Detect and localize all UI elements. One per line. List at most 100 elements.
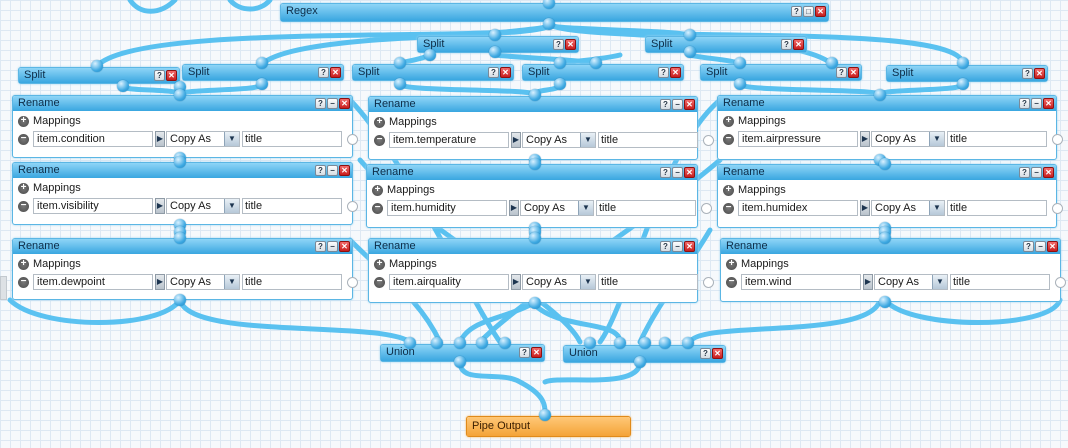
connection-terminal[interactable] xyxy=(879,296,891,308)
add-mapping-icon[interactable]: + xyxy=(18,258,29,270)
connection-terminal[interactable] xyxy=(614,337,626,349)
help-icon[interactable]: ? xyxy=(1023,241,1034,252)
connection-terminal[interactable] xyxy=(489,46,501,58)
split-module[interactable]: Split?✕ xyxy=(522,64,684,81)
source-field-input[interactable]: item.visibility xyxy=(33,198,153,214)
module-titlebar[interactable]: Rename xyxy=(369,97,697,112)
close-icon[interactable]: ✕ xyxy=(1047,241,1058,252)
source-field-input[interactable]: item.dewpoint xyxy=(33,274,153,290)
close-icon[interactable]: ✕ xyxy=(848,67,859,78)
connection-terminal[interactable] xyxy=(682,337,694,349)
minimize-icon[interactable]: − xyxy=(1035,241,1046,252)
close-icon[interactable]: ✕ xyxy=(500,67,511,78)
close-icon[interactable]: ✕ xyxy=(712,348,723,359)
mode-select[interactable]: Copy As▼ xyxy=(874,274,948,290)
dropdown-icon[interactable]: ▼ xyxy=(578,201,593,215)
source-field-input[interactable]: item.humidex xyxy=(738,200,858,216)
split-module[interactable]: Split?✕ xyxy=(352,64,514,81)
add-mapping-icon[interactable]: + xyxy=(18,182,29,194)
connection-terminal[interactable] xyxy=(529,232,541,244)
connection-terminal[interactable] xyxy=(826,57,838,69)
split-module[interactable]: Split?✕ xyxy=(645,36,807,53)
remove-mapping-icon[interactable]: − xyxy=(723,202,734,214)
mode-select[interactable]: Copy As▼ xyxy=(166,274,240,290)
remove-mapping-icon[interactable]: − xyxy=(18,200,29,212)
connection-terminal[interactable] xyxy=(684,46,696,58)
field-picker-icon[interactable]: ▶ xyxy=(155,274,165,290)
connection-terminal[interactable] xyxy=(734,78,746,90)
minimize-icon[interactable]: − xyxy=(672,241,683,252)
add-mapping-icon[interactable]: + xyxy=(723,184,734,196)
module-titlebar[interactable]: Rename xyxy=(718,96,1056,111)
close-icon[interactable]: ✕ xyxy=(684,167,695,178)
target-field-input[interactable]: title xyxy=(242,131,342,147)
source-field-input[interactable]: item.temperature xyxy=(389,132,509,148)
terminal-radio[interactable] xyxy=(347,133,358,145)
add-mapping-icon[interactable]: + xyxy=(372,184,383,196)
connection-terminal[interactable] xyxy=(489,29,501,41)
connection-terminal[interactable] xyxy=(256,57,268,69)
remove-mapping-icon[interactable]: − xyxy=(726,276,737,288)
close-icon[interactable]: ✕ xyxy=(531,347,542,358)
remove-mapping-icon[interactable]: − xyxy=(18,133,29,145)
split-module[interactable]: Split?✕ xyxy=(18,67,180,84)
terminal-radio[interactable] xyxy=(347,200,358,212)
target-field-input[interactable]: title xyxy=(598,274,698,290)
terminal-radio[interactable] xyxy=(1052,133,1063,145)
connection-terminal[interactable] xyxy=(174,294,186,306)
help-icon[interactable]: ? xyxy=(1019,98,1030,109)
connection-terminal[interactable] xyxy=(174,232,186,244)
close-icon[interactable]: ✕ xyxy=(670,67,681,78)
connection-terminal[interactable] xyxy=(499,337,511,349)
rename-module[interactable]: Rename ?−✕ +Mappings −item.dewpoint▶Copy… xyxy=(12,238,358,300)
maximize-icon[interactable]: □ xyxy=(803,6,814,17)
terminal-radio[interactable] xyxy=(347,276,358,288)
target-field-input[interactable]: title xyxy=(947,200,1047,216)
mode-select[interactable]: Copy As▼ xyxy=(520,200,594,216)
source-field-input[interactable]: item.condition xyxy=(33,131,153,147)
close-icon[interactable]: ✕ xyxy=(339,241,350,252)
target-field-input[interactable]: title xyxy=(950,274,1050,290)
dropdown-icon[interactable]: ▼ xyxy=(580,133,595,147)
close-icon[interactable]: ✕ xyxy=(339,98,350,109)
connection-terminal[interactable] xyxy=(684,29,696,41)
rename-module[interactable]: Rename ?−✕ +Mappings −item.wind▶Copy As▼… xyxy=(720,238,1066,302)
field-picker-icon[interactable]: ▶ xyxy=(863,274,873,290)
source-field-input[interactable]: item.humidity xyxy=(387,200,507,216)
add-mapping-icon[interactable]: + xyxy=(374,116,385,128)
connection-terminal[interactable] xyxy=(634,356,646,368)
connection-terminal[interactable] xyxy=(879,158,891,170)
module-titlebar[interactable]: Rename xyxy=(718,165,1056,180)
connection-terminal[interactable] xyxy=(957,78,969,90)
connection-terminal[interactable] xyxy=(659,337,671,349)
module-titlebar[interactable]: Pipe Output xyxy=(467,417,630,436)
terminal-radio[interactable] xyxy=(703,276,714,288)
regex-module[interactable]: Regex ?□✕ xyxy=(280,3,829,22)
module-titlebar[interactable]: Union xyxy=(564,346,725,362)
source-field-input[interactable]: item.airpressure xyxy=(738,131,858,147)
terminal-radio[interactable] xyxy=(1052,202,1063,214)
add-mapping-icon[interactable]: + xyxy=(374,258,385,270)
minimize-icon[interactable]: − xyxy=(1031,98,1042,109)
module-titlebar[interactable]: Split xyxy=(523,65,683,80)
close-icon[interactable]: ✕ xyxy=(166,70,177,81)
dropdown-icon[interactable]: ▼ xyxy=(224,132,239,146)
module-titlebar[interactable]: Rename xyxy=(367,165,697,180)
connection-terminal[interactable] xyxy=(174,156,186,168)
canvas-scroll-handle[interactable] xyxy=(0,276,7,300)
connection-terminal[interactable] xyxy=(529,89,541,101)
connection-terminal[interactable] xyxy=(431,337,443,349)
target-field-input[interactable]: title xyxy=(242,198,342,214)
connection-terminal[interactable] xyxy=(454,356,466,368)
connection-terminal[interactable] xyxy=(734,57,746,69)
close-icon[interactable]: ✕ xyxy=(815,6,826,17)
dropdown-icon[interactable]: ▼ xyxy=(224,275,239,289)
module-titlebar[interactable]: Split xyxy=(353,65,513,80)
dropdown-icon[interactable]: ▼ xyxy=(929,201,944,215)
terminal-radio[interactable] xyxy=(703,134,714,146)
help-icon[interactable]: ? xyxy=(318,67,329,78)
connection-terminal[interactable] xyxy=(394,57,406,69)
connection-terminal[interactable] xyxy=(404,337,416,349)
source-field-input[interactable]: item.wind xyxy=(741,274,861,290)
minimize-icon[interactable]: − xyxy=(327,98,338,109)
